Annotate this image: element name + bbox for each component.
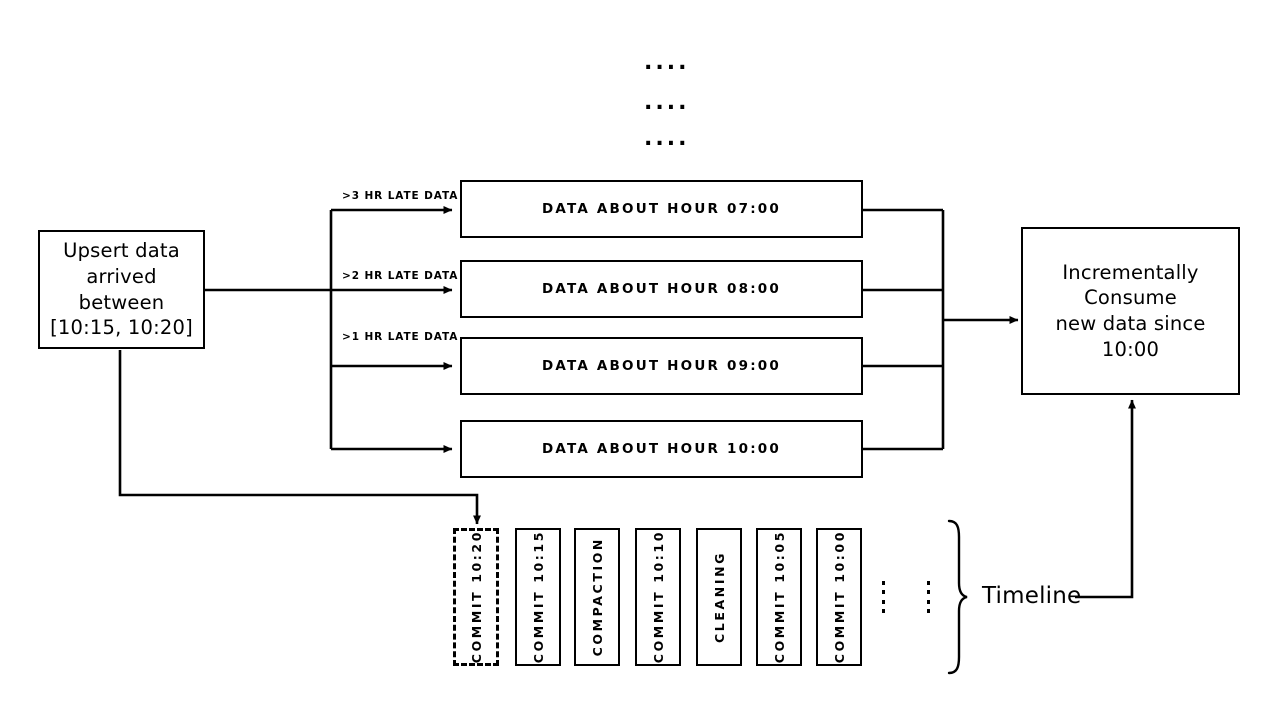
data-box-hour-10-label: DATA ABOUT HOUR 10:00	[541, 441, 781, 457]
timeline-ellipsis-column-2	[926, 581, 931, 613]
commit-box-1005[interactable]: COMMIT 10:05	[756, 528, 802, 666]
commit-box-1010[interactable]: COMMIT 10:10	[635, 528, 681, 666]
upsert-line-1: Upsert data	[63, 239, 180, 263]
upsert-source-text: Upsert data arrived between [10:15, 10:2…	[46, 238, 197, 341]
upsert-line-2: arrived between	[78, 264, 165, 314]
upsert-line-3: [10:15, 10:20]	[50, 316, 193, 340]
upsert-source-box[interactable]: Upsert data arrived between [10:15, 10:2…	[38, 230, 205, 349]
commit-box-1010-label: COMMIT 10:10	[650, 530, 666, 664]
edge-timeline-to-consume	[1075, 399, 1136, 599]
timeline-brace	[947, 519, 968, 675]
data-box-hour-07[interactable]: DATA ABOUT HOUR 07:00	[460, 180, 863, 238]
edge-source-to-commit	[118, 350, 481, 525]
commit-box-cleaning-label: CLEANING	[711, 551, 727, 643]
data-box-hour-07-label: DATA ABOUT HOUR 07:00	[541, 201, 781, 217]
data-box-hour-09-label: DATA ABOUT HOUR 09:00	[541, 358, 781, 374]
commit-box-new-1020[interactable]: COMMIT 10:20	[453, 528, 499, 666]
data-box-hour-08[interactable]: DATA ABOUT HOUR 08:00	[460, 260, 863, 318]
commit-box-1000[interactable]: COMMIT 10:00	[816, 528, 862, 666]
data-box-hour-09[interactable]: DATA ABOUT HOUR 09:00	[460, 337, 863, 395]
data-box-hour-08-label: DATA ABOUT HOUR 08:00	[541, 281, 781, 297]
fanout-label-1hr: >1 HR LATE DATA	[342, 331, 459, 343]
commit-box-compaction[interactable]: COMPACTION	[574, 528, 620, 666]
fanout-label-2hr: >2 HR LATE DATA	[342, 270, 459, 282]
incremental-consume-box[interactable]: Incrementally Consume new data since 10:…	[1021, 227, 1240, 395]
top-ellipsis-row-2: ....	[644, 90, 690, 115]
consume-line-1: Incrementally Consume	[1062, 260, 1199, 310]
data-box-hour-10[interactable]: DATA ABOUT HOUR 10:00	[460, 420, 863, 478]
commit-box-compaction-label: COMPACTION	[589, 537, 605, 657]
commit-box-1000-label: COMMIT 10:00	[831, 530, 847, 664]
timeline-ellipsis-column-1	[881, 581, 886, 613]
fanout-label-3hr: >3 HR LATE DATA	[342, 190, 459, 202]
commit-box-1005-label: COMMIT 10:05	[771, 530, 787, 664]
top-ellipsis-row-3: ....	[644, 126, 690, 151]
top-ellipsis-row-1: ....	[644, 50, 690, 75]
commit-box-new-1020-label: COMMIT 10:20	[468, 530, 484, 664]
commit-box-1015[interactable]: COMMIT 10:15	[515, 528, 561, 666]
commit-box-1015-label: COMMIT 10:15	[530, 530, 546, 664]
incremental-consume-text: Incrementally Consume new data since 10:…	[1031, 260, 1230, 363]
commit-box-cleaning[interactable]: CLEANING	[696, 528, 742, 666]
consume-line-2: new data since 10:00	[1055, 312, 1206, 361]
timeline-label: Timeline	[982, 583, 1082, 609]
